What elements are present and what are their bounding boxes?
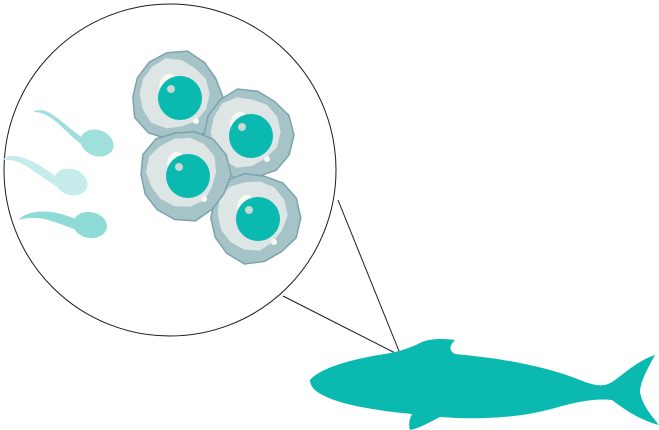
stem-cell — [132, 50, 224, 142]
cell-nucleus — [236, 197, 280, 241]
magnifier-connector-lines — [282, 199, 402, 357]
cell-nucleus — [158, 76, 202, 120]
stem-cell — [140, 131, 232, 222]
nucleus-highlight — [238, 123, 246, 131]
sperm-cell — [33, 110, 114, 157]
connector-line-lower — [282, 295, 402, 357]
cell-highlight-dot — [271, 239, 277, 245]
nucleus-highlight — [175, 163, 183, 171]
sperm-cell — [2, 155, 88, 196]
whale-silhouette — [310, 339, 659, 430]
nucleus-highlight — [167, 85, 175, 93]
stem-cell — [210, 172, 302, 265]
cell-highlight-dot — [193, 118, 199, 124]
nucleus-highlight — [245, 206, 253, 214]
cell-highlight-dot — [201, 196, 207, 202]
sperm-group — [2, 110, 114, 239]
cell-nucleus — [229, 114, 273, 158]
cell-highlight-dot — [264, 156, 270, 162]
sperm-cell — [18, 211, 107, 239]
cell-nucleus — [166, 154, 210, 198]
connector-line-upper — [337, 199, 402, 357]
cell-cluster — [132, 50, 302, 265]
